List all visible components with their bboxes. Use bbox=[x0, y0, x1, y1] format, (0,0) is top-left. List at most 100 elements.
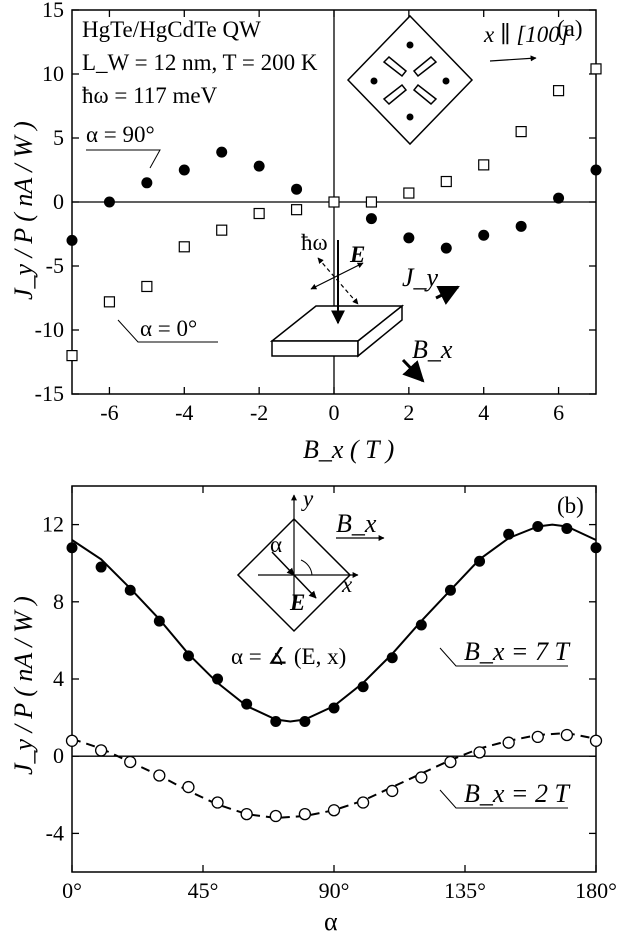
angle-definition-label: α = ∡ (E, x) bbox=[231, 644, 346, 669]
data-point-square bbox=[216, 224, 228, 236]
data-point-filled bbox=[178, 164, 190, 176]
data-point-filled bbox=[241, 698, 253, 710]
current-jy-arrow bbox=[435, 285, 460, 305]
cross-slots bbox=[382, 55, 438, 106]
data-point-open bbox=[444, 755, 457, 769]
params-line-1: L_W = 12 nm, T = 200 K bbox=[82, 50, 318, 75]
field-e-label: E bbox=[349, 242, 365, 267]
x-tick-label: 2 bbox=[403, 400, 414, 425]
sample-slab-side bbox=[357, 304, 403, 358]
alpha-arc bbox=[300, 559, 313, 576]
data-point-square bbox=[178, 241, 190, 253]
x-tick-label: 90° bbox=[319, 878, 350, 903]
y-tick-label: -5 bbox=[46, 253, 64, 278]
data-point-filled bbox=[291, 183, 303, 195]
x-tick-label: 0 bbox=[329, 400, 340, 425]
series-leader-bx-2t bbox=[439, 789, 568, 809]
panel-b-x-axis-label: α bbox=[324, 907, 338, 934]
y-tick-label: 8 bbox=[53, 589, 64, 614]
data-point-open bbox=[65, 734, 79, 747]
x-tick-label: 180° bbox=[575, 878, 617, 903]
data-point-filled bbox=[212, 673, 224, 685]
x-tick-label: -6 bbox=[100, 400, 118, 425]
data-point-square bbox=[290, 204, 303, 216]
dashed-polarization-arrow bbox=[317, 257, 359, 305]
data-point-open bbox=[94, 744, 108, 757]
data-point-filled bbox=[216, 146, 228, 158]
data-point-filled bbox=[515, 220, 527, 232]
series-leader-bx-7t bbox=[439, 647, 568, 667]
contact-dot bbox=[406, 41, 414, 49]
data-point-filled bbox=[357, 681, 369, 693]
inset-alpha-label: α bbox=[270, 532, 282, 557]
panel-a-y-axis-label: J_y / P ( nA / W ) bbox=[9, 121, 38, 300]
experiment-geometry-inset: ħω E J_y B_x bbox=[269, 230, 460, 383]
contact-dot bbox=[442, 77, 450, 85]
data-point-open bbox=[153, 769, 166, 782]
x-tick-label: 0° bbox=[62, 878, 82, 903]
x-tick-label: 45° bbox=[188, 878, 219, 903]
y-tick-label: -4 bbox=[46, 820, 64, 845]
data-point-filled bbox=[299, 715, 311, 727]
data-point-open bbox=[182, 780, 195, 794]
data-point-filled bbox=[153, 615, 165, 627]
orientation-arrow bbox=[489, 55, 537, 62]
data-point-filled bbox=[590, 542, 602, 554]
panel-b-label: (b) bbox=[557, 493, 584, 518]
y-tick-label: 10 bbox=[42, 61, 64, 86]
series-label-alpha-0: α = 0° bbox=[140, 316, 197, 341]
orientation-label: x ∥ [100] bbox=[483, 22, 569, 47]
data-point-open bbox=[589, 734, 603, 747]
contact-dot bbox=[406, 113, 414, 121]
sample-diamond-b bbox=[236, 517, 352, 633]
data-point-filled bbox=[365, 213, 377, 225]
data-point-filled bbox=[478, 229, 490, 241]
x-tick-label: 135° bbox=[444, 878, 486, 903]
data-point-open bbox=[211, 796, 224, 809]
data-point-square bbox=[328, 196, 340, 208]
field-bx-label: B_x bbox=[412, 335, 453, 364]
sample-label: HgTe/HgCdTe QW bbox=[82, 17, 261, 42]
data-point-filled bbox=[66, 234, 78, 246]
data-point-square bbox=[440, 175, 452, 188]
x-tick-label: 4 bbox=[478, 400, 489, 425]
data-point-filled bbox=[386, 652, 398, 664]
sample-slab-front bbox=[271, 340, 359, 357]
e-vector-arrow bbox=[271, 551, 295, 576]
y-tick-label: -10 bbox=[35, 317, 64, 342]
data-point-filled bbox=[328, 702, 340, 714]
x-tick-label: -2 bbox=[250, 400, 268, 425]
data-point-open bbox=[502, 736, 515, 749]
data-point-filled bbox=[503, 528, 515, 540]
y-tick-label: 0 bbox=[53, 743, 64, 768]
data-point-square bbox=[552, 85, 565, 97]
sample-diamond bbox=[346, 14, 474, 146]
data-point-open bbox=[298, 807, 312, 821]
data-point-filled bbox=[66, 542, 78, 554]
sample-geometry-inset: x ∥ [100] bbox=[346, 14, 569, 146]
data-point-filled bbox=[253, 160, 265, 172]
data-point-filled bbox=[182, 650, 194, 662]
y-tick-label: 12 bbox=[42, 512, 64, 537]
inset-x-label: x bbox=[341, 572, 353, 597]
series-leader-alpha-0 bbox=[117, 319, 218, 343]
inset-bx-label: B_x bbox=[336, 509, 377, 538]
data-point-open bbox=[240, 807, 253, 821]
data-point-square bbox=[590, 63, 602, 75]
angle-definition-inset: y x α E B_x α = ∡ (E, x) bbox=[231, 486, 385, 669]
photon-energy-label: ħω bbox=[301, 230, 328, 255]
data-point-open bbox=[386, 784, 399, 798]
data-point-square bbox=[141, 280, 153, 293]
data-point-filled bbox=[474, 555, 486, 567]
data-point-open bbox=[124, 755, 137, 769]
inset-y-label: y bbox=[301, 486, 314, 511]
inset-e-label: E bbox=[289, 590, 305, 615]
contact-dot bbox=[370, 77, 378, 85]
data-point-filled bbox=[553, 192, 565, 204]
data-point-filled bbox=[415, 619, 427, 631]
data-point-square bbox=[478, 159, 490, 171]
panel-b-y-axis-label: J_y / P ( nA / W ) bbox=[9, 596, 38, 775]
